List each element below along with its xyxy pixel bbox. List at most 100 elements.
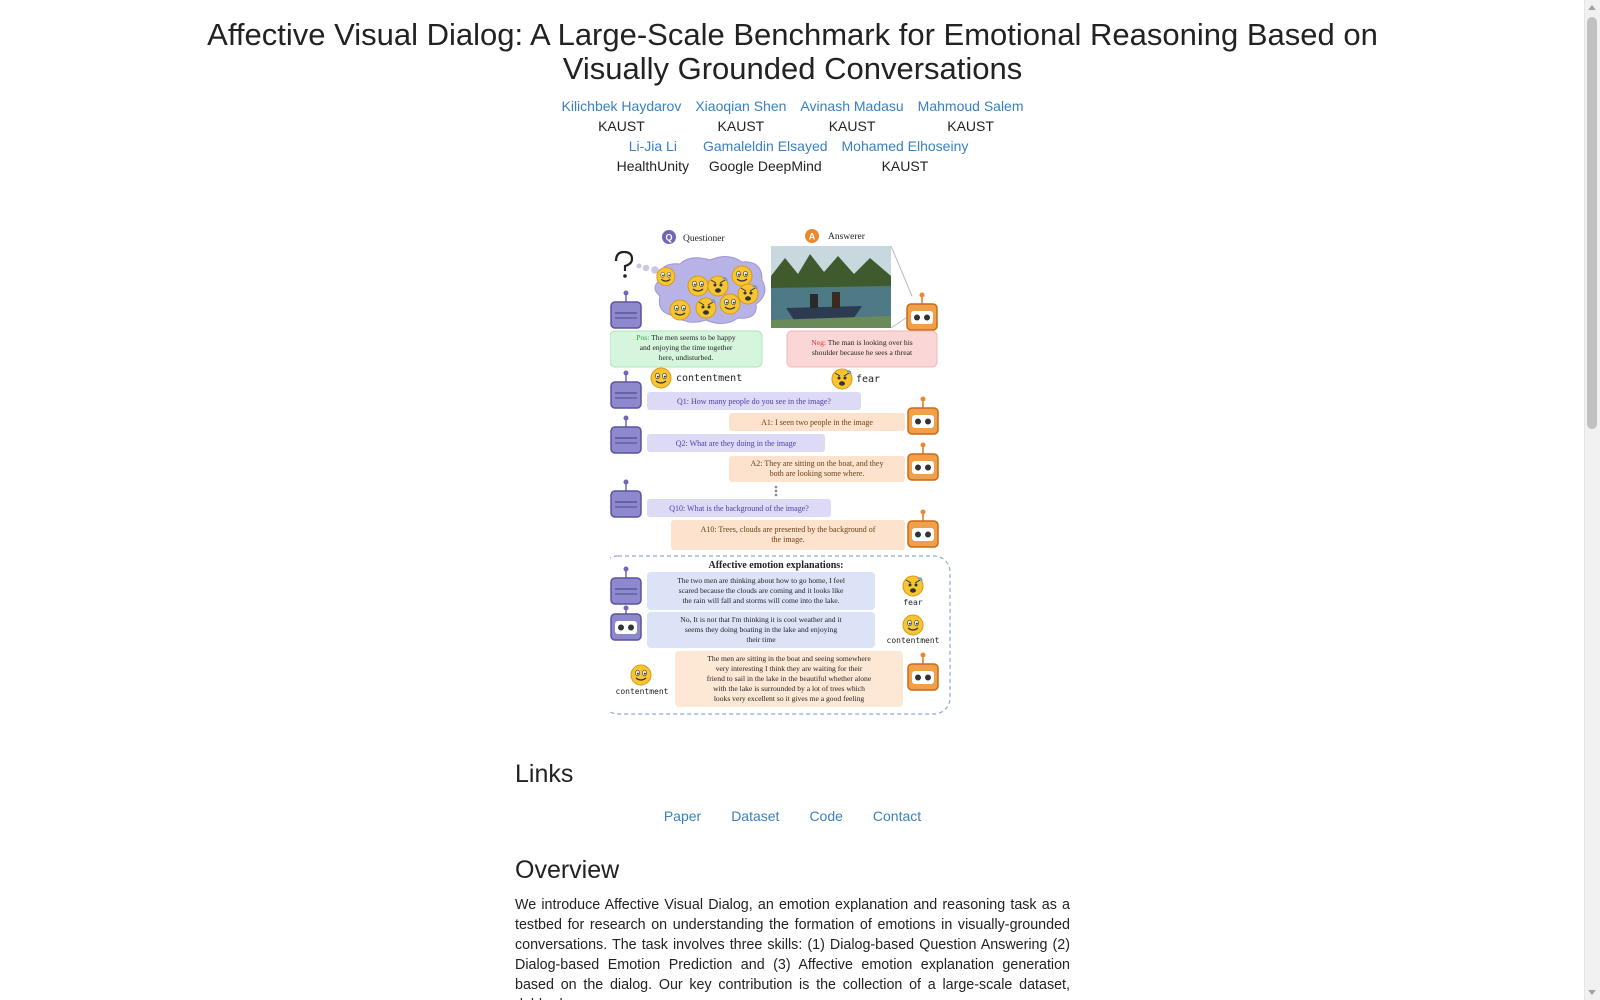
positive-caption: Pos: The men seems to be happy and enjoy… xyxy=(610,330,763,368)
questioner-robot-icon xyxy=(610,414,642,454)
svg-text:the image.: the image. xyxy=(771,535,804,544)
author-affiliation: HealthUnity xyxy=(616,158,689,174)
explanation-bubble: The two men are thinking about how to go… xyxy=(647,572,875,610)
svg-text:A10: Trees, clouds are present: A10: Trees, clouds are presented by the … xyxy=(701,525,876,534)
svg-text:both are looking some where.: both are looking some where. xyxy=(770,469,865,478)
explanation-bubble: No, It is not that I'm thinking it is co… xyxy=(647,612,875,648)
questioner-label: Q Questioner xyxy=(662,230,726,244)
svg-text:Answerer: Answerer xyxy=(828,232,866,242)
fear-emoji-icon xyxy=(902,575,924,597)
author-link[interactable]: Li-Jia Li xyxy=(628,138,677,154)
author-link[interactable]: Gamaleldin Elsayed xyxy=(703,138,828,154)
painting-image xyxy=(771,246,891,328)
explanations-box xyxy=(610,555,951,715)
svg-text:Pos: The men seems to be happy: Pos: The men seems to be happy xyxy=(636,333,736,342)
negative-caption: Neg: The man is looking over his shoulde… xyxy=(786,330,938,368)
explanation-bubble: The men are sitting in the boat and seei… xyxy=(675,651,903,707)
author-affiliation: KAUST xyxy=(598,118,645,134)
author-link[interactable]: Xiaoqian Shen xyxy=(695,98,787,114)
scroll-thumb[interactable] xyxy=(1587,17,1597,429)
question-mark-icon xyxy=(614,250,634,278)
page-title: Affective Visual Dialog: A Large-Scale B… xyxy=(207,17,1378,86)
emotion-label: contentment xyxy=(676,373,742,384)
svg-text:A: A xyxy=(809,232,816,242)
contact-link[interactable]: Contact xyxy=(872,808,922,824)
svg-text:Q2: What are they doing in the: Q2: What are they doing in the image xyxy=(676,439,797,448)
links-row: Paper Dataset Code Contact xyxy=(0,808,1585,824)
contentment-emoji-icon xyxy=(650,367,672,389)
author-affiliation: KAUST xyxy=(828,118,876,134)
author-link[interactable]: Mahmoud Salem xyxy=(917,98,1024,114)
dialog-question: Q1: How many people do you see in the im… xyxy=(647,392,861,410)
ellipsis-icon xyxy=(774,485,778,497)
author-link[interactable]: Kilichbek Haydarov xyxy=(561,98,682,114)
answerer-robot-icon xyxy=(906,291,938,331)
contentment-emoji-icon xyxy=(902,614,924,636)
svg-text:A1: I seen two people in the i: A1: I seen two people in the image xyxy=(761,418,873,427)
overview-text: We introduce Affective Visual Dialog, an… xyxy=(515,897,1070,1000)
author-affiliation: KAUST xyxy=(881,158,929,174)
answerer-robot-icon xyxy=(907,441,939,481)
svg-text:No, It is not that I'm thinkin: No, It is not that I'm thinking it is co… xyxy=(680,615,842,624)
svg-text:Neg: The man is looking over h: Neg: The man is looking over his xyxy=(811,338,913,347)
links-section: Links xyxy=(515,760,1070,789)
overview-section: Overview We introduce Affective Visual D… xyxy=(515,856,1070,1000)
overview-heading: Overview xyxy=(515,856,620,884)
code-link[interactable]: Code xyxy=(809,808,843,824)
scroll-up-arrow-icon[interactable] xyxy=(1588,5,1596,10)
answerer-label: A Answerer xyxy=(805,229,866,243)
links-heading: Links xyxy=(515,760,574,788)
emotion-label: fear xyxy=(903,598,922,607)
svg-text:the rain will fall and storms: the rain will fall and storms will come … xyxy=(682,596,839,605)
svg-text:and enjoying the time together: and enjoying the time together xyxy=(640,343,733,352)
svg-text:with the lake is surrounded by: with the lake is surrounded by a lot of … xyxy=(713,684,865,693)
svg-text:Questioner: Questioner xyxy=(683,234,726,244)
author-affiliation: KAUST xyxy=(947,118,994,134)
paper-link[interactable]: Paper xyxy=(663,808,702,824)
dialog-answer: A1: I seen two people in the image xyxy=(729,413,905,431)
author-affiliation: Google DeepMind xyxy=(708,158,822,174)
dialog-answer: A2: They are sitting on the boat, and th… xyxy=(729,456,905,482)
svg-text:here, undisturbed.: here, undisturbed. xyxy=(659,353,714,362)
svg-text:Q: Q xyxy=(665,233,672,243)
svg-text:looks very excellent so it giv: looks very excellent so it gives me a go… xyxy=(714,694,865,703)
author-link[interactable]: Mohamed Elhoseiny xyxy=(841,138,969,154)
scroll-down-arrow-icon[interactable] xyxy=(1588,990,1596,995)
page-scrollbar[interactable] xyxy=(1584,0,1600,1000)
emotion-label: fear xyxy=(856,374,880,385)
svg-text:A2: They are sitting on the bo: A2: They are sitting on the boat, and th… xyxy=(751,459,884,468)
contentment-emoji-icon xyxy=(630,664,652,686)
dialog-question: Q10: What is the background of the image… xyxy=(647,499,831,517)
answerer-robot-icon xyxy=(907,508,939,548)
svg-text:seems they doing boating in th: seems they doing boating in the lake and… xyxy=(685,625,837,634)
dialog-question: Q2: What are they doing in the image xyxy=(647,434,825,452)
answerer-robot-icon xyxy=(907,651,939,691)
svg-text:scared because the clouds are: scared because the clouds are coming and… xyxy=(679,586,844,595)
dataset-link[interactable]: Dataset xyxy=(731,808,780,824)
questioner-robot-icon xyxy=(610,478,642,518)
explanations-title: Affective emotion explanations: xyxy=(709,560,844,571)
questioner-robot-icon xyxy=(610,289,642,329)
author-affiliation: KAUST xyxy=(717,118,765,134)
emotion-label: contentment xyxy=(887,636,940,645)
svg-text:The two men are thinking about: The two men are thinking about how to go… xyxy=(677,576,845,585)
questioner-robot-icon xyxy=(610,565,642,605)
svg-text:The men are sitting in the boa: The men are sitting in the boat and seei… xyxy=(707,654,871,663)
answerer-robot-icon xyxy=(907,395,939,435)
fear-emoji-icon xyxy=(831,368,853,390)
svg-text:their time: their time xyxy=(746,635,776,644)
emotion-label: contentment xyxy=(616,687,669,696)
svg-text:shoulder because he sees a thr: shoulder because he sees a threat xyxy=(812,348,913,357)
questioner-robot-icon xyxy=(610,369,642,409)
dialog-answer: A10: Trees, clouds are presented by the … xyxy=(671,520,905,550)
author: Li-Jia Li HealthUnity xyxy=(617,136,689,176)
author-link[interactable]: Avinash Madasu xyxy=(800,98,904,114)
